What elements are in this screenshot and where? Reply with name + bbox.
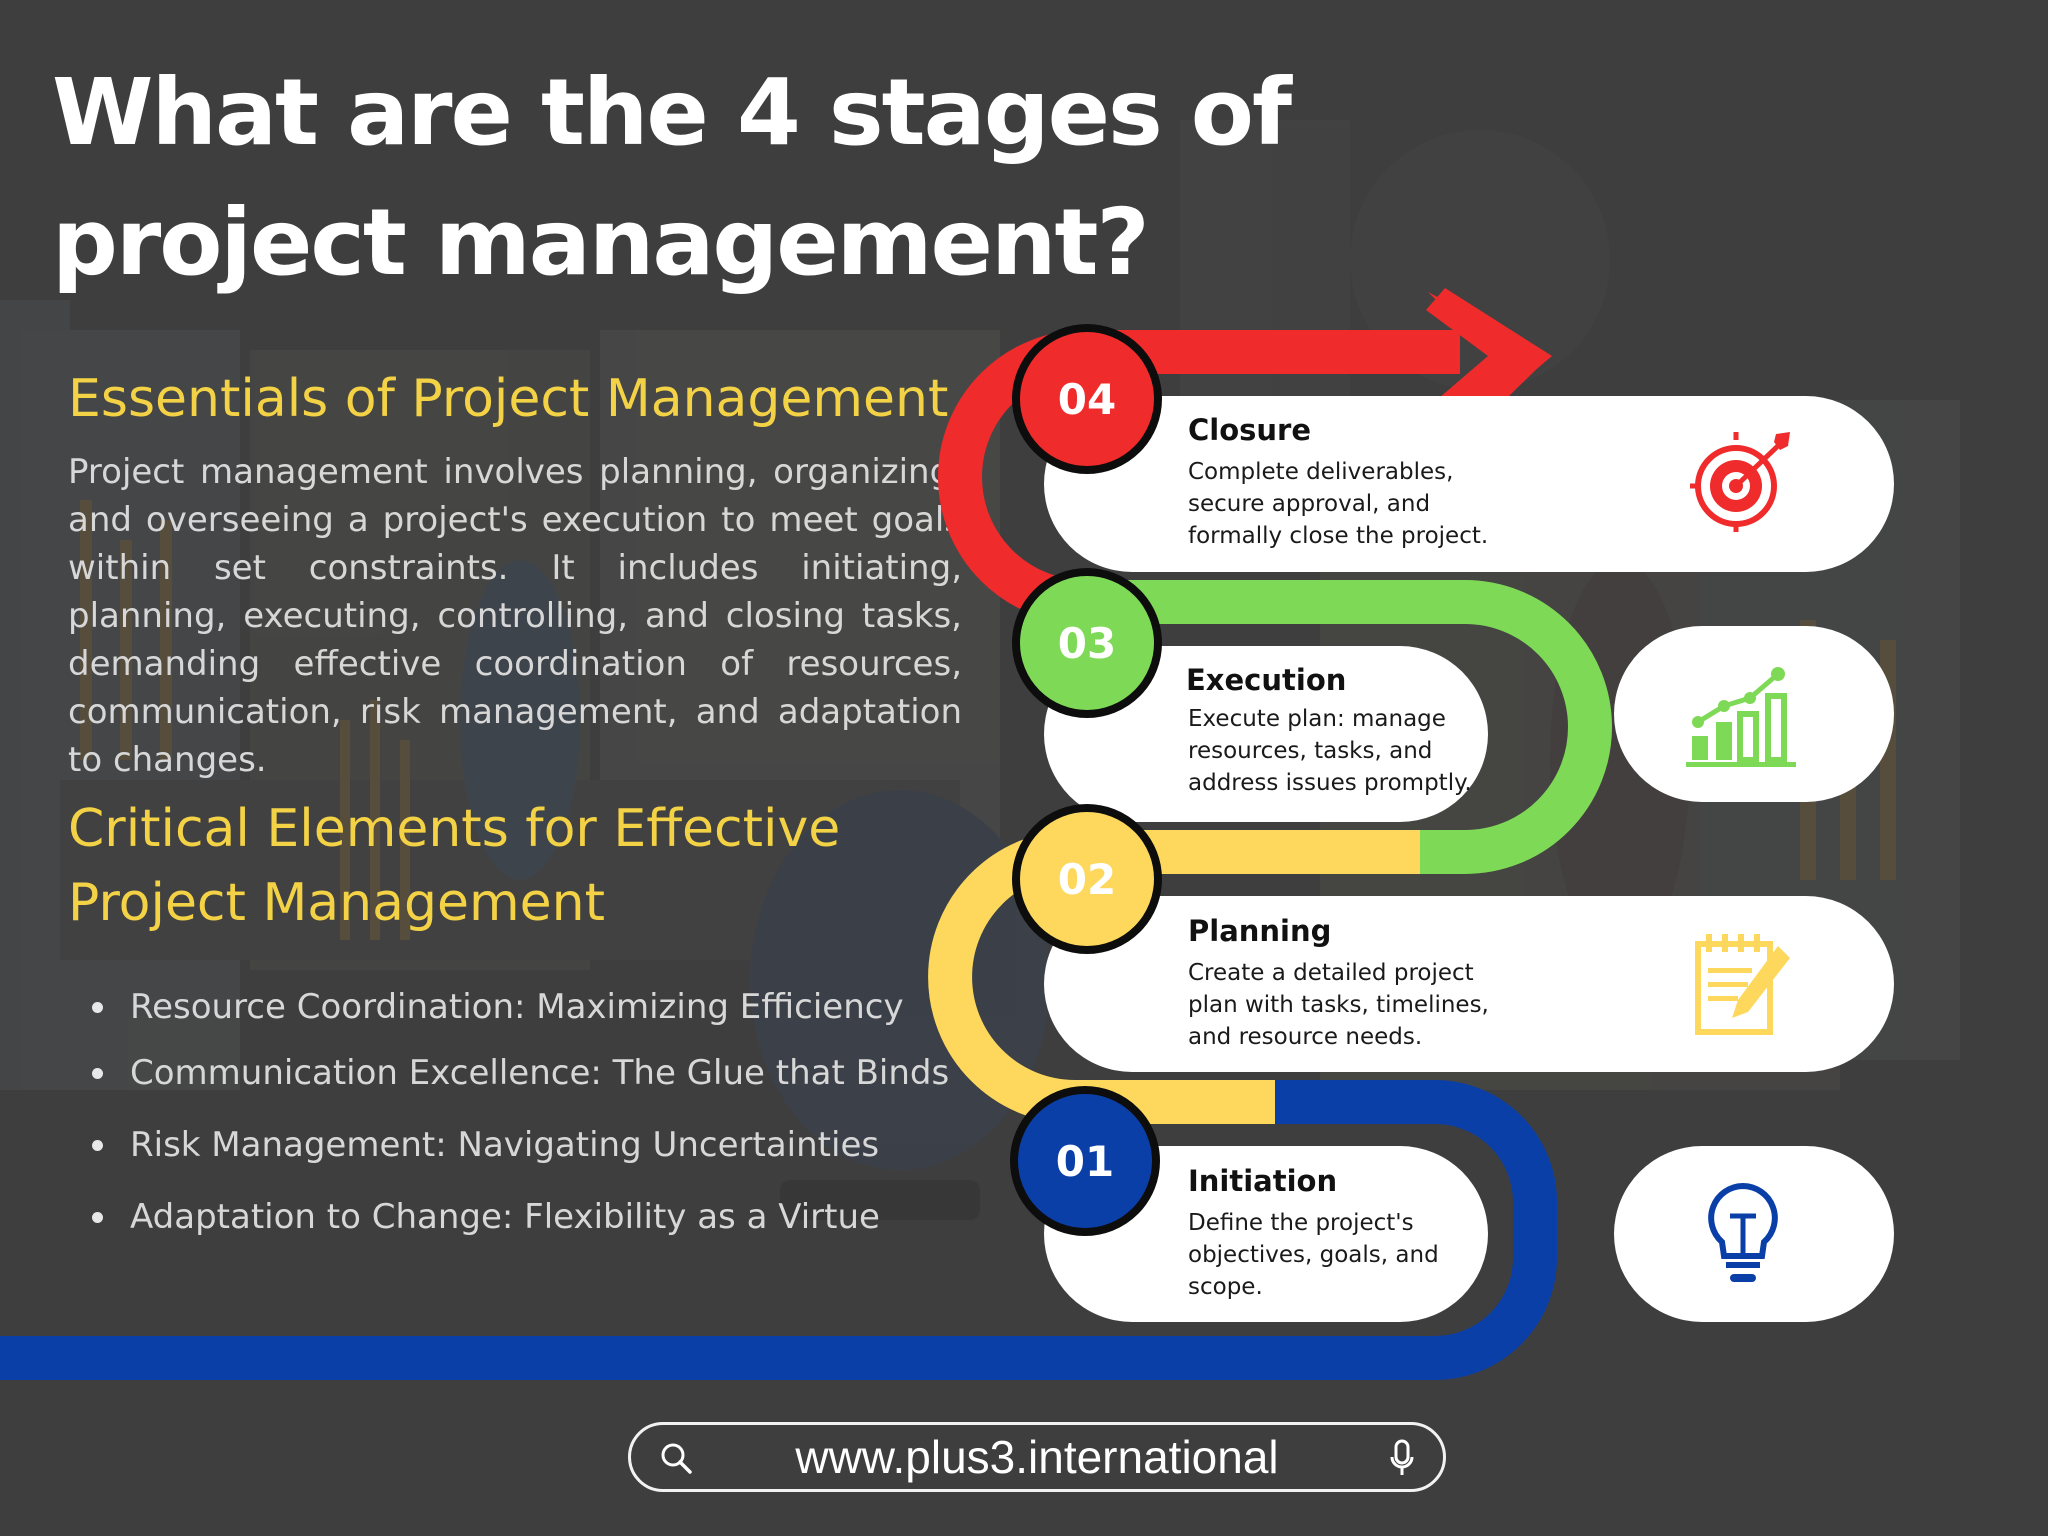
- critical-list: Resource Coordination: Maximizing Effici…: [88, 972, 949, 1252]
- growth-chart-icon: [1686, 667, 1796, 767]
- list-item: Communication Excellence: The Glue that …: [88, 1038, 949, 1108]
- stage-desc-closure: Complete deliverables, secure approval, …: [1188, 459, 1489, 549]
- list-item: Risk Management: Navigating Uncertaintie…: [88, 1110, 949, 1180]
- stage-badge-03: 03: [1012, 568, 1162, 718]
- bullet-icon: [92, 1068, 103, 1079]
- url-search-bar[interactable]: www.plus3.international: [628, 1422, 1446, 1492]
- microphone-icon[interactable]: [1389, 1439, 1415, 1479]
- bullet-icon: [92, 1212, 103, 1223]
- stage-title-planning: Planning: [1188, 914, 1332, 948]
- stage-badge-02: 02: [1012, 804, 1162, 954]
- stage-icon-card-initiation: [1614, 1146, 1894, 1322]
- path-segment-blue: [0, 1080, 1557, 1380]
- stage-badge-04: 04: [1012, 324, 1162, 474]
- notepad-pencil-icon: [1695, 934, 1790, 1035]
- stage-title-execution: Execution: [1186, 663, 1347, 697]
- essentials-body: Project management involves planning, or…: [68, 452, 962, 780]
- website-url[interactable]: www.plus3.international: [795, 1431, 1279, 1483]
- stage-title-closure: Closure: [1188, 413, 1312, 447]
- stage-badge-01: 01: [1010, 1086, 1160, 1236]
- critical-heading: Critical Elements for Effective Project …: [68, 799, 841, 933]
- essentials-heading: Essentials of Project Management: [68, 369, 949, 429]
- list-item: Resource Coordination: Maximizing Effici…: [88, 972, 949, 1042]
- stage-title-initiation: Initiation: [1188, 1164, 1338, 1198]
- stage-desc-execution: Execute plan: manage resources, tasks, a…: [1188, 706, 1472, 796]
- bullet-icon: [92, 1140, 103, 1151]
- lightbulb-icon: [1708, 1182, 1778, 1282]
- list-item: Adaptation to Change: Flexibility as a V…: [88, 1182, 949, 1252]
- bullet-icon: [92, 1002, 103, 1013]
- target-icon: [1690, 432, 1790, 532]
- stage-desc-planning: Create a detailed project plan with task…: [1188, 960, 1489, 1050]
- stage-desc-initiation: Define the project's objectives, goals, …: [1188, 1210, 1439, 1300]
- search-icon: [661, 1443, 692, 1474]
- page-title: What are the 4 stages of project managem…: [52, 59, 1292, 296]
- path-segment-green: [1075, 580, 1612, 874]
